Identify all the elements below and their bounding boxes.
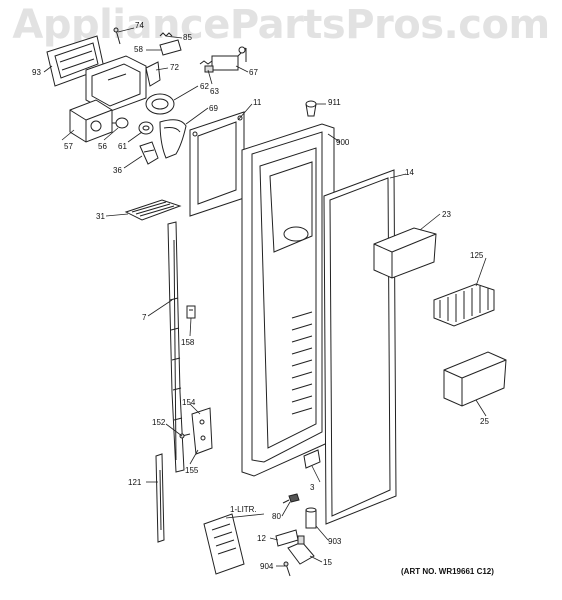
part-1-literature-kit[interactable] xyxy=(203,513,245,575)
callout-61: 61 xyxy=(118,142,127,151)
part-14-gasket[interactable] xyxy=(323,169,397,525)
part-25-door-bin[interactable] xyxy=(443,351,507,407)
callout-74: 74 xyxy=(135,21,144,30)
callout-11: 11 xyxy=(253,98,262,107)
part-7-handle[interactable] xyxy=(167,221,185,473)
part-31-drip-tray[interactable] xyxy=(124,199,182,221)
callout-56: 56 xyxy=(98,142,107,151)
callout-85: 85 xyxy=(183,33,192,42)
callout-15: 15 xyxy=(323,558,332,567)
art-number: (ART NO. WR19661 C12) xyxy=(401,567,494,576)
callout-154: 154 xyxy=(182,398,196,407)
callout-900: 900 xyxy=(336,138,350,147)
part-158-clip[interactable] xyxy=(186,305,196,319)
callout-labels: 74 85 58 93 72 67 62 63 69 57 56 61 36 1… xyxy=(32,21,489,571)
part-80-screw[interactable] xyxy=(282,493,300,504)
callout-72: 72 xyxy=(170,63,179,72)
callout-12: 12 xyxy=(257,534,266,543)
part-11-dispenser-frame[interactable] xyxy=(189,111,245,217)
part-3-hinge[interactable] xyxy=(303,449,321,469)
part-56-coupling[interactable] xyxy=(112,117,129,129)
part-154-bracket[interactable] xyxy=(191,407,213,455)
callout-67: 67 xyxy=(249,68,258,77)
part-dispenser-housing xyxy=(85,55,147,113)
callout-58: 58 xyxy=(134,45,143,54)
callout-158: 158 xyxy=(181,338,195,347)
part-74-screw[interactable] xyxy=(113,27,121,45)
callout-904: 904 xyxy=(260,562,274,571)
callout-57: 57 xyxy=(64,142,73,151)
callout-62: 62 xyxy=(200,82,209,91)
part-62-ring[interactable] xyxy=(145,93,175,115)
part-85-spring[interactable] xyxy=(159,32,173,37)
part-61-gear[interactable] xyxy=(138,121,154,135)
callout-36: 36 xyxy=(113,166,122,175)
callout-93: 93 xyxy=(32,68,41,77)
part-12-hinge-pin[interactable] xyxy=(275,529,299,547)
callout-903: 903 xyxy=(328,537,342,546)
part-58-bracket[interactable] xyxy=(159,39,182,56)
callout-25: 25 xyxy=(480,417,489,426)
callout-69: 69 xyxy=(209,104,218,113)
callout-125: 125 xyxy=(470,251,484,260)
part-904-screw[interactable] xyxy=(283,561,291,577)
part-67-solenoid-bracket[interactable] xyxy=(211,46,247,71)
callout-80: 80 xyxy=(272,512,281,521)
leader-lines xyxy=(43,27,487,567)
part-900-door-panel[interactable] xyxy=(241,123,335,477)
callout-14: 14 xyxy=(405,168,414,177)
part-903-bushing[interactable] xyxy=(305,507,317,529)
callout-31: 31 xyxy=(96,212,105,221)
callout-911: 911 xyxy=(328,98,341,107)
watermark: AppliancePartsPros.com xyxy=(12,2,550,48)
part-125-wire-rack[interactable] xyxy=(433,283,495,327)
callout-3: 3 xyxy=(310,483,315,492)
part-15-hinge-bracket[interactable] xyxy=(287,535,315,565)
callout-23: 23 xyxy=(442,210,451,219)
part-36-bracket[interactable] xyxy=(139,141,159,165)
callout-121: 121 xyxy=(128,478,142,487)
callout-155: 155 xyxy=(185,466,199,475)
callout-1-litr: 1-LITR. xyxy=(230,505,257,514)
part-69-chute[interactable] xyxy=(159,119,187,159)
callout-63: 63 xyxy=(210,87,219,96)
part-72-lever[interactable] xyxy=(145,61,161,87)
callout-152: 152 xyxy=(152,418,166,427)
part-63-spring[interactable] xyxy=(199,60,214,73)
callout-7: 7 xyxy=(142,313,147,322)
part-23-door-bin[interactable] xyxy=(373,227,437,279)
part-121-handle-end[interactable] xyxy=(155,453,165,543)
part-57-motor[interactable] xyxy=(69,99,113,143)
part-911-plug[interactable] xyxy=(305,100,317,117)
